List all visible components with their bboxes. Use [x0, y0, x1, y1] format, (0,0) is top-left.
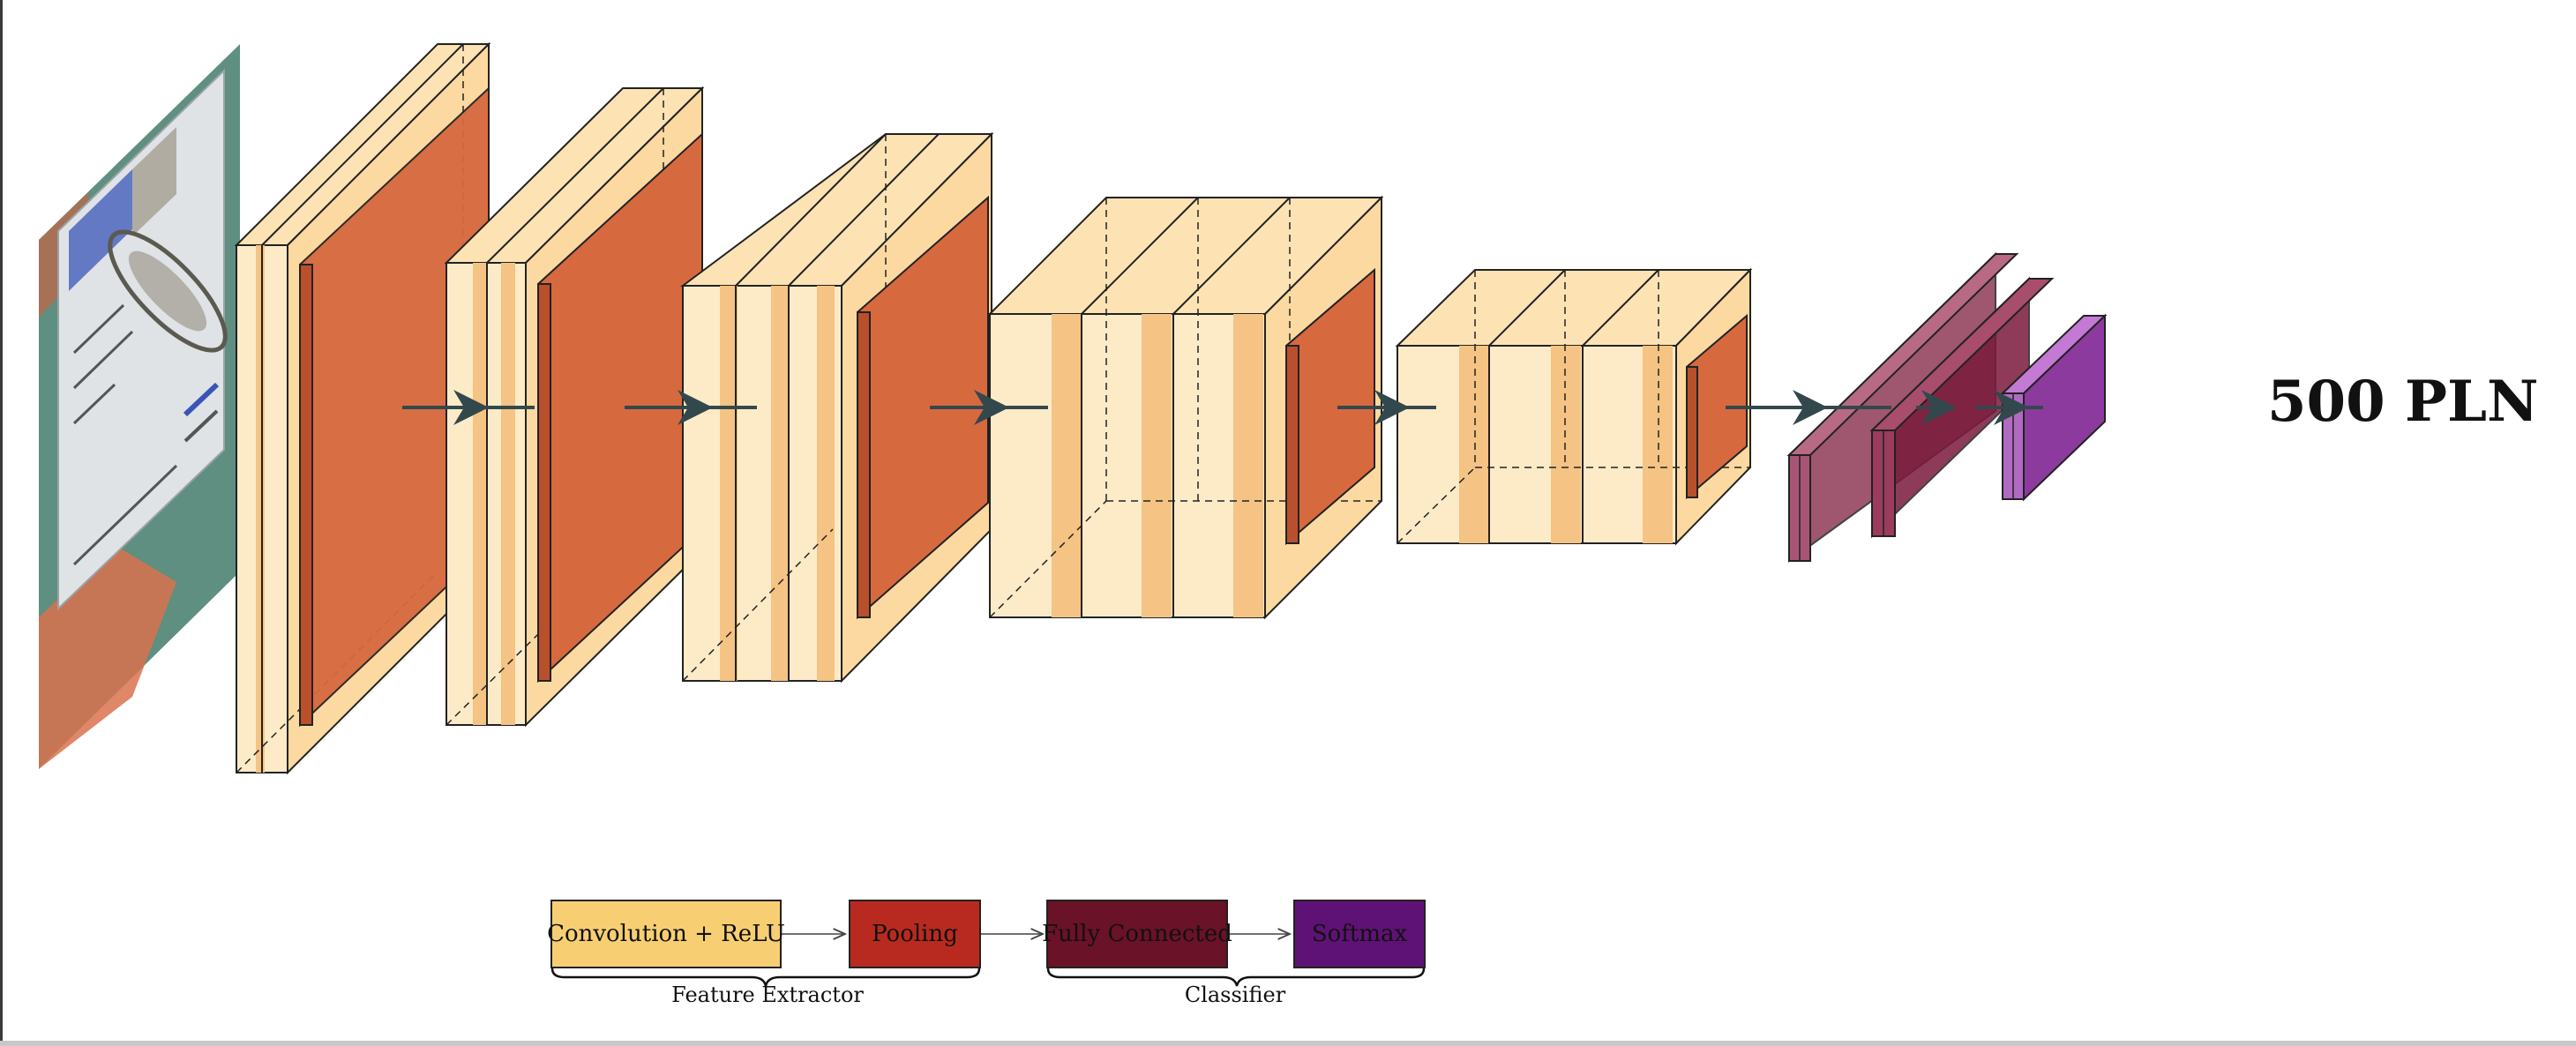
legend-fully-connected: Fully Connected: [1046, 900, 1228, 968]
legend-label: Fully Connected: [1042, 921, 1232, 947]
group-label-classifier: Classifier: [1112, 982, 1359, 1007]
legend-label: Convolution + ReLU: [547, 921, 785, 947]
group-label-feature-extractor: Feature Extractor: [618, 982, 917, 1007]
legend-label: Pooling: [872, 921, 958, 947]
window-bottom-edge: [0, 1041, 2576, 1046]
legend-label: Softmax: [1312, 921, 1407, 947]
legend-convolution-relu: Convolution + ReLU: [550, 900, 782, 968]
legend-pooling: Pooling: [849, 900, 981, 968]
input-banknote-image: [39, 44, 242, 769]
legend-softmax: Softmax: [1293, 900, 1426, 968]
prediction-label: 500 PLN: [2267, 369, 2532, 448]
